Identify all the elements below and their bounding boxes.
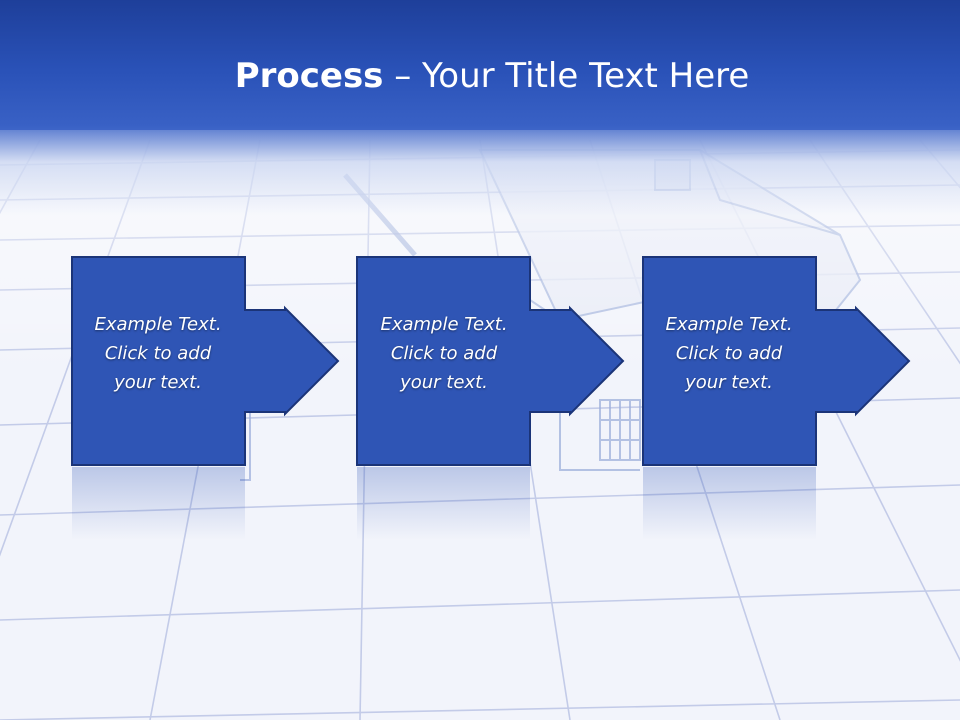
step-3-line-2: Click to add bbox=[675, 343, 783, 364]
step-1-reflection bbox=[72, 467, 245, 540]
step-1-shape bbox=[71, 256, 340, 466]
step-1-line-3: your text. bbox=[114, 372, 202, 393]
step-3-shape bbox=[642, 256, 911, 466]
step-2-reflection bbox=[357, 467, 530, 540]
step-3-reflection bbox=[643, 467, 816, 540]
slide-title-bold: Process bbox=[234, 56, 384, 96]
step-2-shape bbox=[356, 256, 625, 466]
step-2-line-3: your text. bbox=[400, 372, 488, 393]
step-2-line-1: Example Text. bbox=[380, 314, 508, 335]
process-step-1[interactable] bbox=[71, 256, 340, 540]
step-3-line-1: Example Text. bbox=[665, 314, 793, 335]
step-3-line-3: your text. bbox=[685, 372, 773, 393]
step-3-text[interactable]: Example Text. Click to add your text. bbox=[642, 310, 816, 397]
title-bar bbox=[0, 0, 960, 130]
process-step-3[interactable] bbox=[642, 256, 911, 540]
step-1-line-1: Example Text. bbox=[94, 314, 222, 335]
step-1-line-2: Click to add bbox=[104, 343, 212, 364]
step-2-line-2: Click to add bbox=[390, 343, 498, 364]
slide-title[interactable]: Process – Your Title Text Here bbox=[0, 54, 960, 98]
process-step-2[interactable] bbox=[356, 256, 625, 540]
title-bar-fade bbox=[0, 126, 960, 216]
slide-title-rest: – Your Title Text Here bbox=[383, 56, 750, 96]
step-2-text[interactable]: Example Text. Click to add your text. bbox=[357, 310, 531, 397]
step-1-text[interactable]: Example Text. Click to add your text. bbox=[71, 310, 245, 397]
